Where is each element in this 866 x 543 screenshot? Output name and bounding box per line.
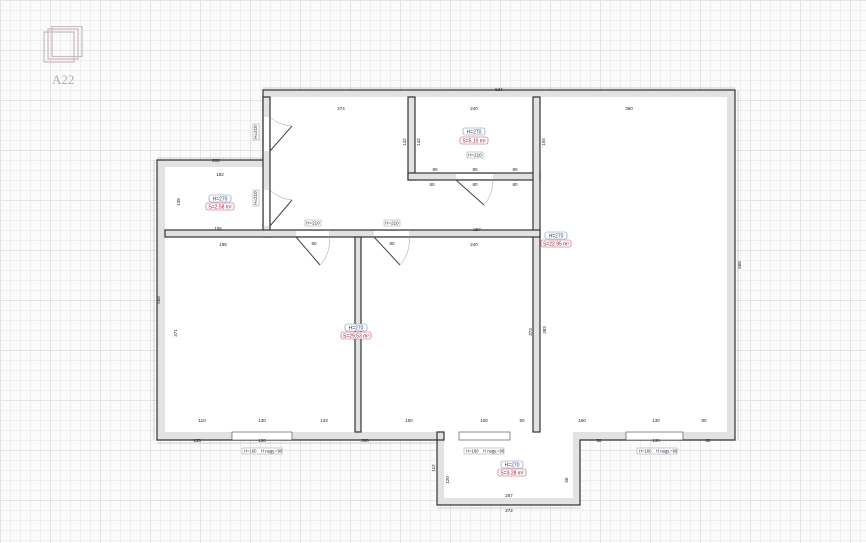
svg-text:80: 80: [432, 167, 438, 172]
windows: [231, 431, 684, 441]
svg-text:82: 82: [705, 438, 711, 443]
room-label-small-room: H=270 S=2.58 m²: [205, 194, 235, 211]
svg-text:H=270: H=270: [467, 130, 482, 136]
room-label-balcony: H=270 S=3.28 m²: [497, 460, 527, 477]
svg-text:50: 50: [519, 418, 525, 423]
doors: [264, 116, 494, 266]
svg-text:H=160: H=160: [466, 449, 479, 454]
window-tags: H=160 H nagy.=90 H=160 H nagy.=90 H=160 H n…: [241, 447, 678, 455]
room-label-bathroom: H=270 S=5.10 m²: [459, 127, 489, 145]
logo-text: A22: [52, 72, 75, 87]
svg-text:S=3.28 m²: S=3.28 m²: [500, 471, 524, 477]
svg-text:534: 534: [495, 87, 503, 92]
svg-text:80: 80: [472, 167, 478, 172]
svg-text:S=22.95 m²: S=22.95 m²: [543, 242, 569, 248]
svg-text:120: 120: [445, 476, 450, 484]
svg-text:373: 373: [528, 328, 533, 336]
svg-text:182: 182: [216, 172, 224, 177]
svg-text:130: 130: [258, 418, 266, 423]
svg-text:360: 360: [625, 106, 633, 111]
dimension-labels: 534 274 240 360 208 182 155 195 257 240 …: [173, 87, 742, 513]
dimension-label: 568: [156, 296, 161, 304]
svg-text:H=210: H=210: [253, 191, 258, 205]
room-label-living-room: H=270 S=29.53 m²: [340, 323, 372, 340]
svg-text:H=270: H=270: [505, 463, 520, 469]
svg-text:130: 130: [652, 418, 660, 423]
svg-text:208: 208: [212, 158, 220, 163]
svg-text:138: 138: [176, 198, 181, 206]
svg-text:160: 160: [578, 418, 586, 423]
svg-text:56: 56: [564, 477, 569, 483]
svg-text:H=270: H=270: [349, 326, 364, 332]
svg-text:H=210: H=210: [468, 153, 482, 158]
svg-text:133: 133: [193, 438, 201, 443]
svg-text:142: 142: [416, 138, 421, 146]
svg-text:272: 272: [505, 508, 513, 513]
door-tags: H=210 H=210 H=210 H=210 H=210: [252, 123, 484, 227]
svg-text:155: 155: [541, 138, 546, 146]
svg-text:H=210: H=210: [306, 221, 320, 226]
svg-text:110: 110: [198, 418, 206, 423]
svg-text:H nagy.=90: H nagy.=90: [656, 449, 678, 454]
svg-text:80: 80: [701, 418, 707, 423]
svg-text:130: 130: [652, 438, 660, 443]
svg-text:155: 155: [214, 226, 222, 231]
svg-text:133: 133: [320, 418, 328, 423]
svg-text:568: 568: [737, 261, 742, 269]
svg-text:257: 257: [473, 227, 481, 232]
svg-text:112: 112: [431, 464, 436, 472]
room-label-bedroom: H=270 S=22.95 m²: [540, 231, 572, 248]
svg-text:371: 371: [173, 329, 178, 337]
svg-text:H=270: H=270: [549, 234, 564, 240]
svg-text:80: 80: [389, 241, 395, 246]
svg-text:80: 80: [512, 167, 518, 172]
svg-text:300: 300: [361, 438, 369, 443]
svg-text:100: 100: [480, 418, 488, 423]
svg-text:130: 130: [258, 438, 266, 443]
svg-text:80: 80: [472, 182, 478, 187]
svg-text:S=2.58 m²: S=2.58 m²: [208, 205, 232, 211]
walls: [156, 89, 736, 506]
svg-text:H=270: H=270: [213, 197, 228, 203]
svg-text:H=210: H=210: [385, 221, 399, 226]
svg-text:80: 80: [429, 182, 435, 187]
svg-text:195: 195: [219, 242, 227, 247]
svg-text:H=160: H=160: [244, 449, 257, 454]
svg-text:383: 383: [542, 326, 547, 334]
svg-text:58: 58: [596, 438, 602, 443]
dimension-lines: [153, 87, 739, 509]
svg-text:267: 267: [505, 493, 513, 498]
svg-text:H nagy.=90: H nagy.=90: [483, 449, 505, 454]
svg-text:150: 150: [405, 418, 413, 423]
svg-text:240: 240: [470, 242, 478, 247]
svg-text:H=160: H=160: [639, 449, 652, 454]
svg-text:H nagy.=90: H nagy.=90: [261, 449, 283, 454]
svg-text:H=210: H=210: [253, 125, 258, 139]
logo-icon: [43, 26, 83, 63]
svg-text:274: 274: [337, 106, 345, 111]
svg-text:80: 80: [512, 182, 518, 187]
svg-text:80: 80: [311, 241, 317, 246]
svg-text:S=29.53 m²: S=29.53 m²: [343, 334, 369, 340]
svg-text:240: 240: [470, 106, 478, 111]
svg-text:S=5.10 m²: S=5.10 m²: [462, 139, 486, 145]
svg-text:142: 142: [402, 138, 407, 146]
